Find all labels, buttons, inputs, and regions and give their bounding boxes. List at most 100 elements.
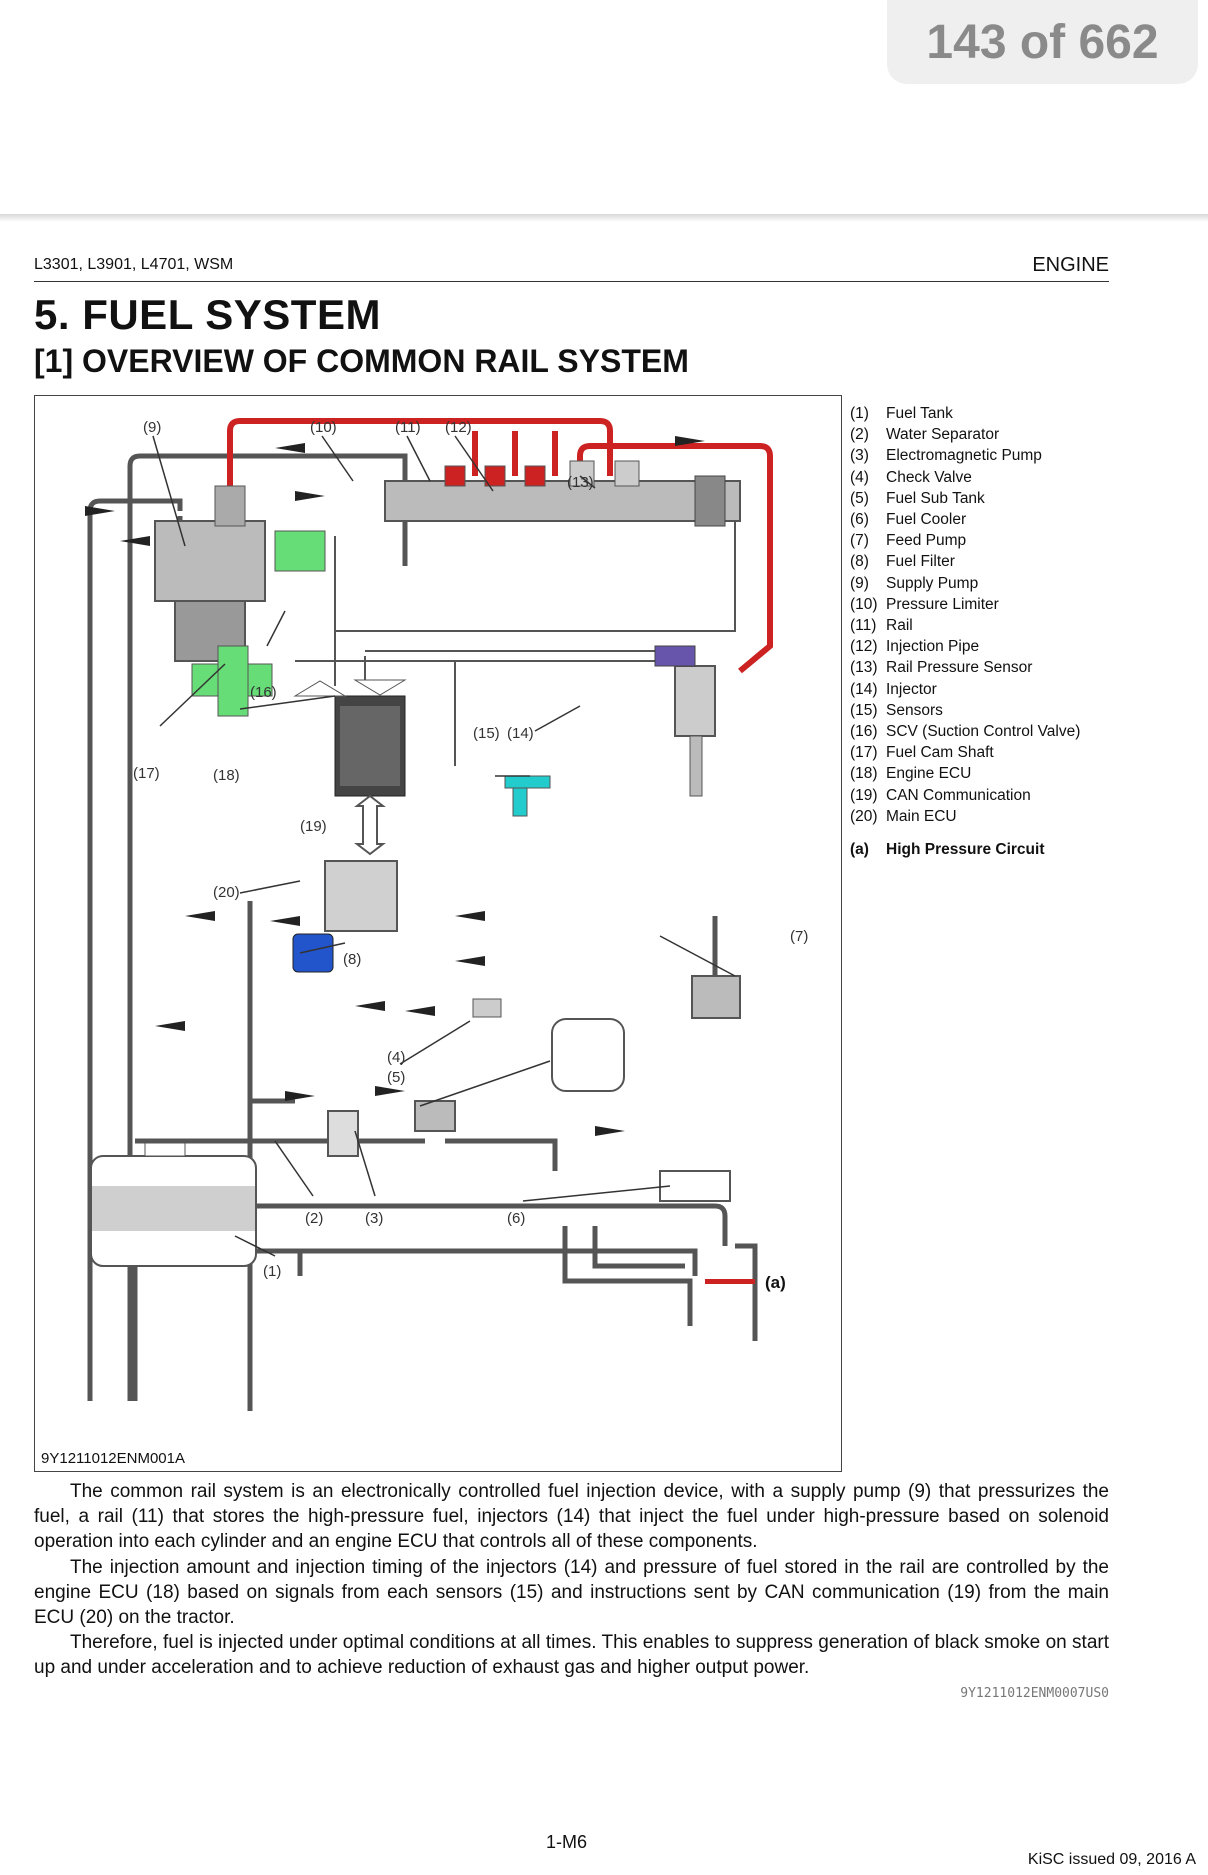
callout-label: (5) [387, 1069, 405, 1086]
legend-num: (11) [850, 617, 877, 635]
legend-item: (19)CAN Communication [850, 785, 1110, 806]
legend-text: Fuel Tank [886, 405, 953, 422]
paragraph: The injection amount and injection timin… [34, 1556, 1109, 1629]
header-rule [34, 281, 1109, 282]
legend-item: (4)Check Valve [850, 467, 1110, 488]
legend-num: (3) [850, 447, 869, 465]
viewer-toolbar: 143 of 662 [0, 0, 1208, 214]
main-ecu [324, 860, 398, 932]
legend-num: (10) [850, 595, 878, 613]
legend-text: Sensors [886, 701, 943, 719]
legend-key-num: (a) [850, 841, 869, 859]
rail [384, 460, 741, 527]
figure-code: 9Y1211012ENM001A [41, 1450, 185, 1467]
diagram-canvas: (9) (10) (11) (12) (13) (15) (14) (16) (… [85, 418, 808, 1411]
callout-label: (13) [567, 474, 594, 491]
sensor [504, 775, 551, 817]
legend-text: Pressure Limiter [886, 595, 999, 613]
section-title: 5. FUEL SYSTEM [34, 291, 381, 338]
page-divider [0, 214, 1208, 222]
header-model-list: L3301, L3901, L4701, WSM [34, 256, 234, 273]
legend-item: (12)Injection Pipe [850, 636, 1110, 657]
legend-num: (18) [850, 765, 878, 783]
callout-label: (12) [445, 419, 472, 436]
fuel-filter [292, 933, 334, 973]
legend-num: (7) [850, 532, 869, 550]
legend-text: Fuel Filter [886, 553, 955, 571]
document-code: 9Y1211012ENM0007US0 [960, 1686, 1109, 1701]
legend-item: (9) Supply Pump [850, 573, 1110, 594]
legend-text: Water Separator [886, 426, 1000, 444]
body-text: The common rail system is an electronica… [34, 1479, 1109, 1681]
legend-item: (7) Feed Pump [850, 530, 1110, 551]
callout-label: (10) [310, 419, 337, 436]
page-number: 1-M6 [546, 1832, 588, 1852]
fuel-tank [90, 1142, 257, 1267]
legend-num: (6) [850, 511, 869, 529]
fuel-sub-tank [551, 1018, 625, 1092]
legend-text: Engine ECU [886, 765, 972, 783]
legend-num: (9) [850, 574, 869, 592]
legend-key-text: High Pressure Circuit [886, 841, 1045, 859]
legend-num: (20) [850, 807, 878, 825]
callout-label: (11) [395, 419, 421, 436]
legend-num: (13) [850, 659, 878, 677]
legend: (1) Fuel Tank (2) Water Separator (3) Elect… [850, 403, 1110, 860]
fuel-cooler [659, 1170, 731, 1202]
page-counter: 143 of 662 [887, 0, 1198, 84]
callout-label: (8) [343, 951, 361, 968]
callout-label: (2) [305, 1210, 323, 1227]
legend-item: (20) Main ECU [850, 806, 1110, 827]
legend-text: Fuel Cam Shaft [886, 744, 994, 762]
legend-num: (5) [850, 489, 869, 507]
legend-text: Fuel Sub Tank [886, 489, 985, 507]
legend-text: Check Valve [886, 468, 972, 486]
fuel-system-diagram: (9) (10) (11) (12) (13) (15) (14) (16) (… [34, 395, 842, 1472]
callout-label: (15) [473, 725, 500, 742]
legend-text: CAN Communication [886, 786, 1031, 804]
legend-text: Feed Pump [886, 532, 967, 550]
legend-item: (17)Fuel Cam Shaft [850, 742, 1110, 763]
callout-label: (6) [507, 1210, 525, 1227]
callout-label: (4) [387, 1049, 405, 1066]
callout-label: (18) [213, 767, 240, 784]
section-subtitle: [1] OVERVIEW OF COMMON RAIL SYSTEM [34, 343, 689, 379]
legend-text: Main ECU [886, 807, 957, 825]
feed-pump [691, 975, 741, 1019]
leader-lines [152, 435, 736, 1257]
high-pressure-key: (a) [705, 1273, 786, 1292]
legend-num: (2) [850, 426, 869, 444]
callout-label: (9) [143, 419, 161, 436]
legend-text: Supply Pump [886, 574, 979, 592]
legend-num: (16) [850, 723, 878, 741]
legend-num: (8) [850, 553, 869, 571]
paragraph: The common rail system is an electronica… [34, 1481, 1109, 1553]
legend-item: (15)Sensors [850, 700, 1110, 721]
legend-num: (1) [850, 405, 869, 422]
high-pressure-lines [227, 418, 773, 674]
flow-arrows [85, 436, 705, 1136]
legend-key: (a) High Pressure Circuit [850, 839, 1110, 860]
check-valve [472, 998, 502, 1018]
key-label: (a) [765, 1273, 786, 1292]
legend-item: (11)Rail [850, 615, 1110, 636]
legend-item: (6) Fuel Cooler [850, 509, 1110, 530]
legend-text: Injector [886, 680, 937, 698]
callouts: (9) (10) (11) (12) (13) (15) (14) (16) (… [133, 419, 808, 1280]
callout-label: (17) [133, 765, 160, 782]
legend-text: SCV (Suction Control Valve) [886, 723, 1081, 741]
water-separator [327, 1110, 359, 1157]
callout-label: (16) [250, 684, 277, 701]
legend-item: (18) Engine ECU [850, 763, 1110, 784]
legend-text: Electromagnetic Pump [886, 447, 1042, 465]
issue-note: KiSC issued 09, 2016 A [1027, 1851, 1196, 1868]
legend-text: Fuel Cooler [886, 511, 967, 529]
legend-item: (14)Injector [850, 679, 1110, 700]
can-arrow [354, 794, 386, 856]
legend-item: (8) Fuel Filter [850, 551, 1110, 572]
paragraph: Therefore, fuel is injected under optima… [34, 1632, 1109, 1679]
legend-item: (10) Pressure Limiter [850, 594, 1110, 615]
supply-pump [154, 485, 326, 717]
callout-label: (7) [790, 928, 808, 945]
legend-item: (13)Rail Pressure Sensor [850, 657, 1110, 678]
